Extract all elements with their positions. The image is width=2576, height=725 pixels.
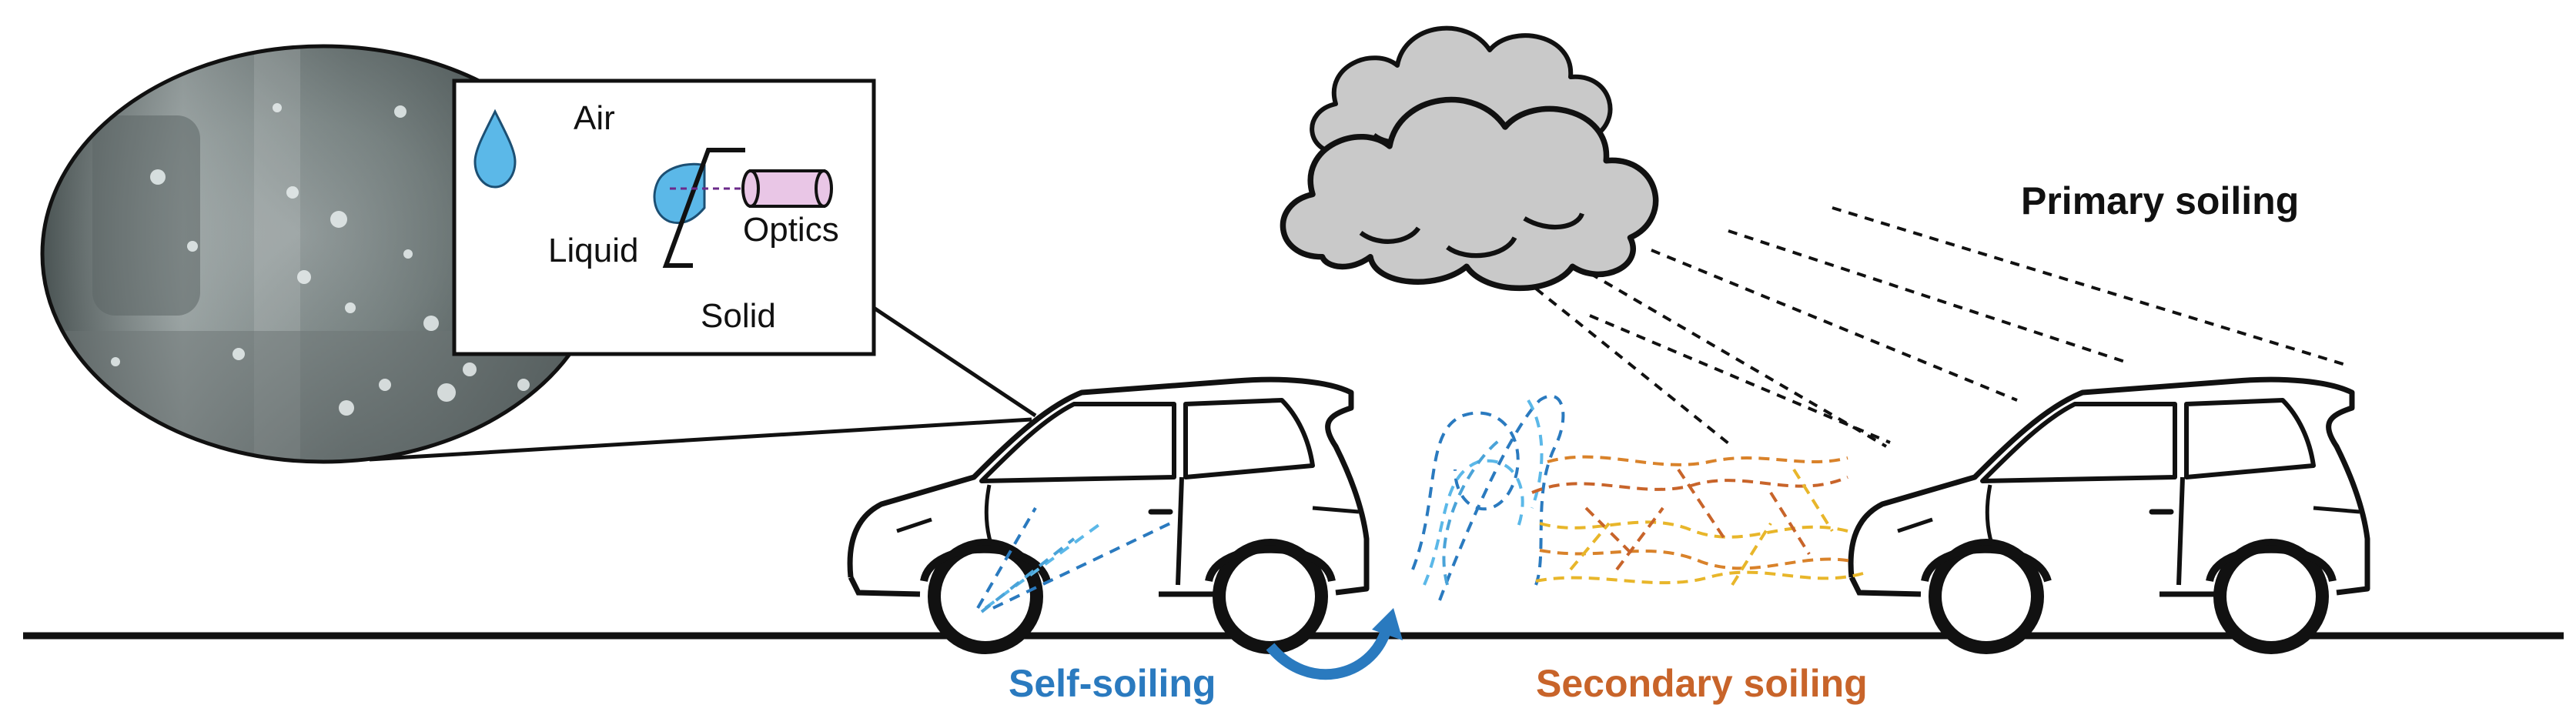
car-icon <box>850 379 1367 654</box>
liquid-droplet <box>653 162 706 224</box>
car-icon <box>1851 379 2367 654</box>
solid-label: Solid <box>701 297 776 335</box>
camera-lens-icon <box>741 169 833 208</box>
secondary-soiling-label: Secondary soiling <box>1536 662 1868 705</box>
liquid-label: Liquid <box>548 232 638 269</box>
air-label: Air <box>574 99 615 137</box>
wheel-spray-arrow <box>1266 608 1403 680</box>
water-drop-icon <box>473 109 517 189</box>
phase-inset: Air Optics Liquid Solid <box>452 79 876 356</box>
zoom-line-bottom <box>369 417 1032 462</box>
primary-soiling-label: Primary soiling <box>2021 179 2299 222</box>
self-soiling-spray <box>976 394 1565 613</box>
solid-surface <box>662 148 745 268</box>
primary-soiling-rain <box>1534 206 2349 448</box>
optics-label: Optics <box>743 211 839 249</box>
zoom-line-top <box>872 306 1037 418</box>
self-soiling-label: Self-soiling <box>1009 662 1216 705</box>
secondary-soiling-spray <box>1531 455 1864 586</box>
